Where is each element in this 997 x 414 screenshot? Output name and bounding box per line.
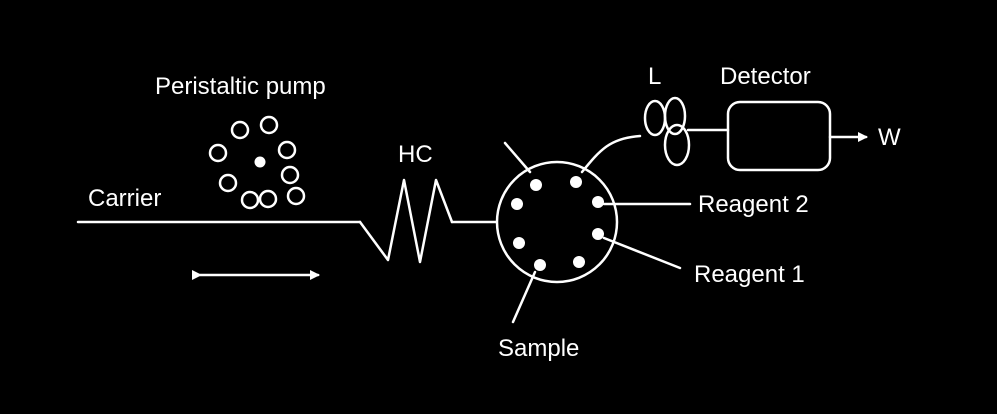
- valve-port: [534, 259, 546, 271]
- valve-tick: [503, 141, 532, 174]
- loop-coil: [643, 99, 667, 137]
- pump-roller: [259, 115, 279, 135]
- pump-roller: [277, 140, 297, 160]
- sample-lead: [511, 270, 537, 324]
- multiport-valve: [495, 160, 619, 284]
- reagent-2-label: Reagent 2: [698, 191, 809, 218]
- valve-port: [513, 237, 525, 249]
- valve-body: [495, 160, 619, 284]
- loop-coil: [663, 123, 691, 167]
- valve-port: [511, 198, 523, 210]
- loop-coil: [663, 96, 687, 136]
- pump-roller: [280, 165, 300, 185]
- detector-label: Detector: [720, 63, 811, 90]
- pump-roller: [258, 189, 278, 209]
- reagent-1-lead: [602, 236, 682, 270]
- pump-hub: [254, 156, 266, 168]
- heating-coil: [358, 178, 454, 264]
- valve-port: [592, 228, 604, 240]
- valve-port: [570, 176, 582, 188]
- pump-roller: [218, 173, 238, 193]
- sample-label: Sample: [498, 335, 579, 362]
- peristaltic-pump-label: Peristaltic pump: [155, 73, 326, 100]
- peristaltic-pump: [208, 115, 306, 210]
- hc-label: HC: [398, 141, 433, 168]
- pump-roller: [240, 190, 260, 210]
- valve-port: [573, 256, 585, 268]
- pump-roller: [208, 143, 228, 163]
- valve-to-loop-tube: [580, 134, 642, 174]
- detector-box: [726, 100, 832, 172]
- valve-port: [592, 196, 604, 208]
- carrier-label: Carrier: [88, 185, 161, 212]
- reaction-loop: [643, 96, 691, 167]
- valve-port: [530, 179, 542, 191]
- pump-roller: [286, 186, 306, 206]
- reagent-1-label: Reagent 1: [694, 261, 805, 288]
- waste-label: W: [878, 124, 901, 151]
- loop-label: L: [648, 63, 661, 90]
- pump-roller: [230, 120, 250, 140]
